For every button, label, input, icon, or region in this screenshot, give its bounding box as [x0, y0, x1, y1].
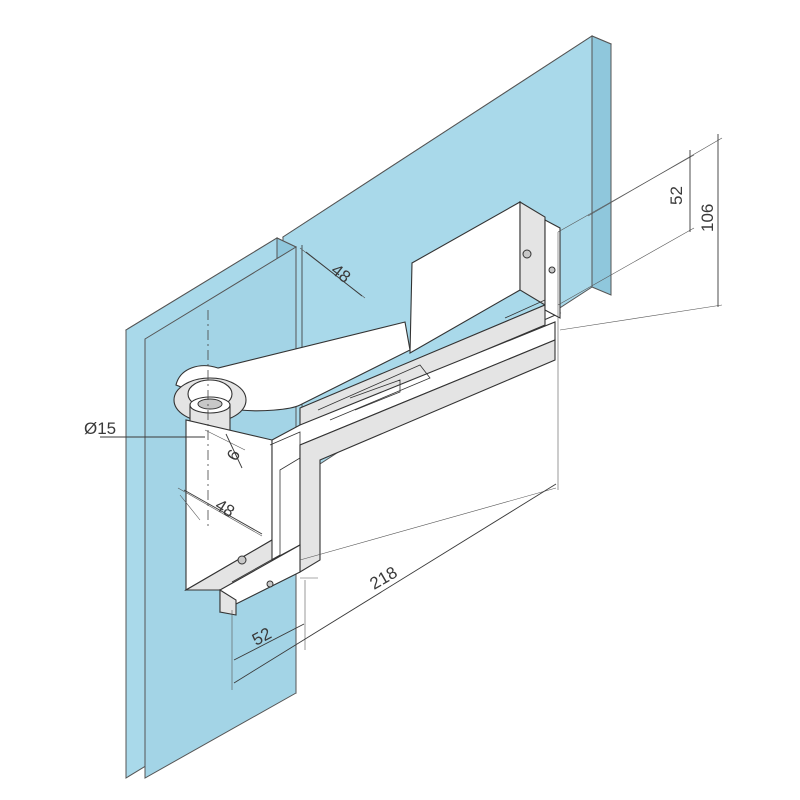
- dim-height-total: 106: [698, 204, 717, 232]
- door-clamp-body: [183, 321, 556, 616]
- fixed-hinge-body: [299, 201, 562, 429]
- dim-pin-diameter: Ø15: [84, 419, 116, 438]
- dim-length: 218: [367, 563, 401, 594]
- dimension-lines: [100, 134, 719, 684]
- dim-height-upper: 52: [667, 186, 686, 205]
